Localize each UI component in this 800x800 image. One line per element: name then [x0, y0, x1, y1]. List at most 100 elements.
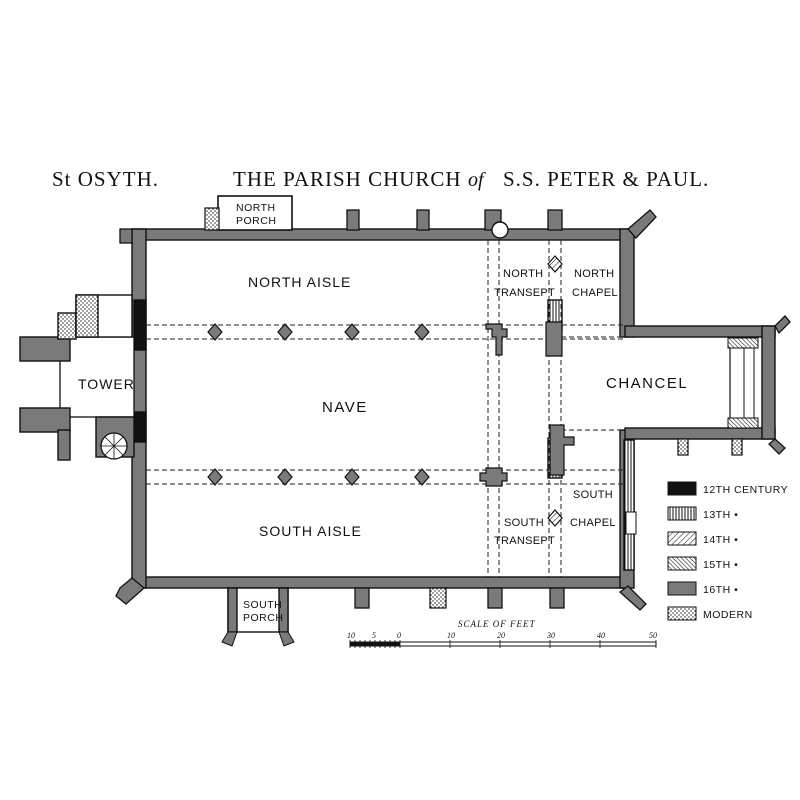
buttress-s1: [354, 587, 370, 609]
title-dedication: S.S. PETER & PAUL.: [503, 167, 709, 191]
scale-tick-label: 0: [397, 631, 401, 640]
legend-swatch: [667, 606, 697, 621]
legend-label: 16TH •: [703, 584, 738, 596]
pier-n3: [344, 323, 360, 341]
label-south-aisle: SOUTH AISLE: [259, 523, 362, 539]
scale-tick-label: 5: [372, 631, 376, 640]
label-north-porch-1: NORTH: [236, 202, 276, 214]
label-north-transept-2: TRANSEPT: [494, 287, 555, 299]
south-chapel-niche: [625, 511, 637, 535]
south-porch: SOUTH PORCH: [221, 587, 295, 647]
pier-s3: [344, 468, 360, 486]
legend-label: MODERN: [703, 609, 753, 621]
legend-swatch: [667, 531, 697, 546]
legend-label: 15TH •: [703, 559, 738, 571]
label-chancel: CHANCEL: [606, 375, 688, 392]
arcades: [146, 240, 624, 577]
tower: TOWER: [19, 294, 135, 461]
buttress-n4: [547, 209, 563, 231]
scale-tick-label: 20: [497, 631, 505, 640]
tower-sw-buttress: [19, 407, 71, 433]
buttress-s3: [549, 587, 565, 609]
chancel-north-wall: [624, 325, 776, 338]
pier-s2: [277, 468, 293, 486]
sanctuary-n-jamb: [727, 337, 759, 349]
scale-tick-label: 50: [649, 631, 657, 640]
west-wall-12th-north: [133, 299, 147, 351]
label-south-porch-2: PORCH: [243, 612, 283, 624]
label-south-porch-1: SOUTH: [243, 599, 282, 611]
pier-n1: [207, 323, 223, 341]
tower-sw-foot: [57, 429, 71, 461]
plan-title: St OSYTH. THE PARISH CHURCH of S.S. PETE…: [52, 167, 709, 191]
label-nave: NAVE: [322, 399, 368, 416]
label-north-transept-1: NORTH: [503, 268, 543, 280]
west-wall-12th-south: [133, 411, 147, 443]
decorated-piers: [547, 255, 563, 527]
label-south-transept-1: SOUTH: [504, 517, 544, 529]
label-north-chapel-1: NORTH: [574, 268, 614, 280]
tower-nw-buttress: [19, 336, 71, 362]
label-north-porch-2: PORCH: [236, 215, 276, 227]
crossing-pier-se: [549, 424, 575, 476]
tower-north-room-modern: [75, 294, 99, 338]
legend-label: 13TH •: [703, 509, 738, 521]
pier-s4: [414, 468, 430, 486]
north-chapel-east-wall: [619, 228, 635, 338]
buttress-modern-3: [731, 438, 743, 456]
chancel-east-wall: [761, 325, 776, 440]
buttress-n2: [416, 209, 430, 231]
pier-n2: [277, 323, 293, 341]
buttress-chancel-se: [768, 438, 786, 455]
buttress-modern-1: [429, 587, 447, 609]
south-chapel-hatched-wall: [623, 439, 635, 571]
south-wall: [131, 576, 629, 589]
buttress-nw: [119, 228, 133, 244]
north-stair: [491, 221, 509, 239]
pier-s1: [207, 468, 223, 486]
north-porch: NORTH PORCH: [204, 195, 293, 231]
buttress-sw: [115, 577, 145, 605]
sanctuary-s-jamb: [727, 417, 759, 429]
title-of: of: [468, 169, 486, 191]
title-prefix: St OSYTH.: [52, 167, 159, 191]
legend-label: 14TH •: [703, 534, 738, 546]
legend: 12TH CENTURY 13TH • 14TH • 15TH • 16TH • MODE…: [667, 481, 788, 621]
scale-tick-label: 10: [347, 631, 355, 640]
chancel-sanctuary: [625, 337, 759, 535]
legend-swatch: [667, 481, 697, 496]
chancel-south-wall: [624, 427, 776, 440]
title-main: THE PARISH CHURCH: [233, 167, 462, 191]
buttress-se: [618, 585, 647, 611]
buttress-ne: [627, 209, 657, 239]
crossing-pier-ne: [545, 321, 563, 357]
label-south-transept-2: TRANSEPT: [494, 535, 555, 547]
buttress-s2: [487, 587, 503, 609]
label-tower: TOWER: [78, 376, 135, 392]
south-porch-west-wall: [227, 587, 238, 633]
tower-interior: [59, 336, 135, 418]
label-north-chapel-2: CHAPEL: [572, 287, 618, 299]
crossing-pier-sw: [479, 467, 508, 487]
south-porch-buttress-w: [221, 631, 238, 647]
legend-swatch: [667, 556, 697, 571]
legend-swatch: [667, 506, 697, 521]
scale-tick-label: 40: [597, 631, 605, 640]
pier-north-chapel: [547, 255, 563, 273]
altar: [743, 344, 755, 422]
buttresses: [115, 209, 791, 611]
buttress-n1: [346, 209, 360, 231]
south-porch-buttress-e: [278, 631, 295, 647]
crossing-pier-nw: [485, 323, 508, 356]
buttress-modern-2: [677, 438, 689, 456]
scale-tick-marks: [349, 640, 657, 648]
scale-tick-label: 10: [447, 631, 455, 640]
tower-modern-n: [57, 312, 77, 340]
legend-label: 12TH CENTURY: [703, 484, 788, 496]
stair-tread-4: [104, 436, 124, 456]
north-porch-modern-wall: [204, 207, 220, 231]
scale-tick-label: 30: [546, 631, 555, 640]
